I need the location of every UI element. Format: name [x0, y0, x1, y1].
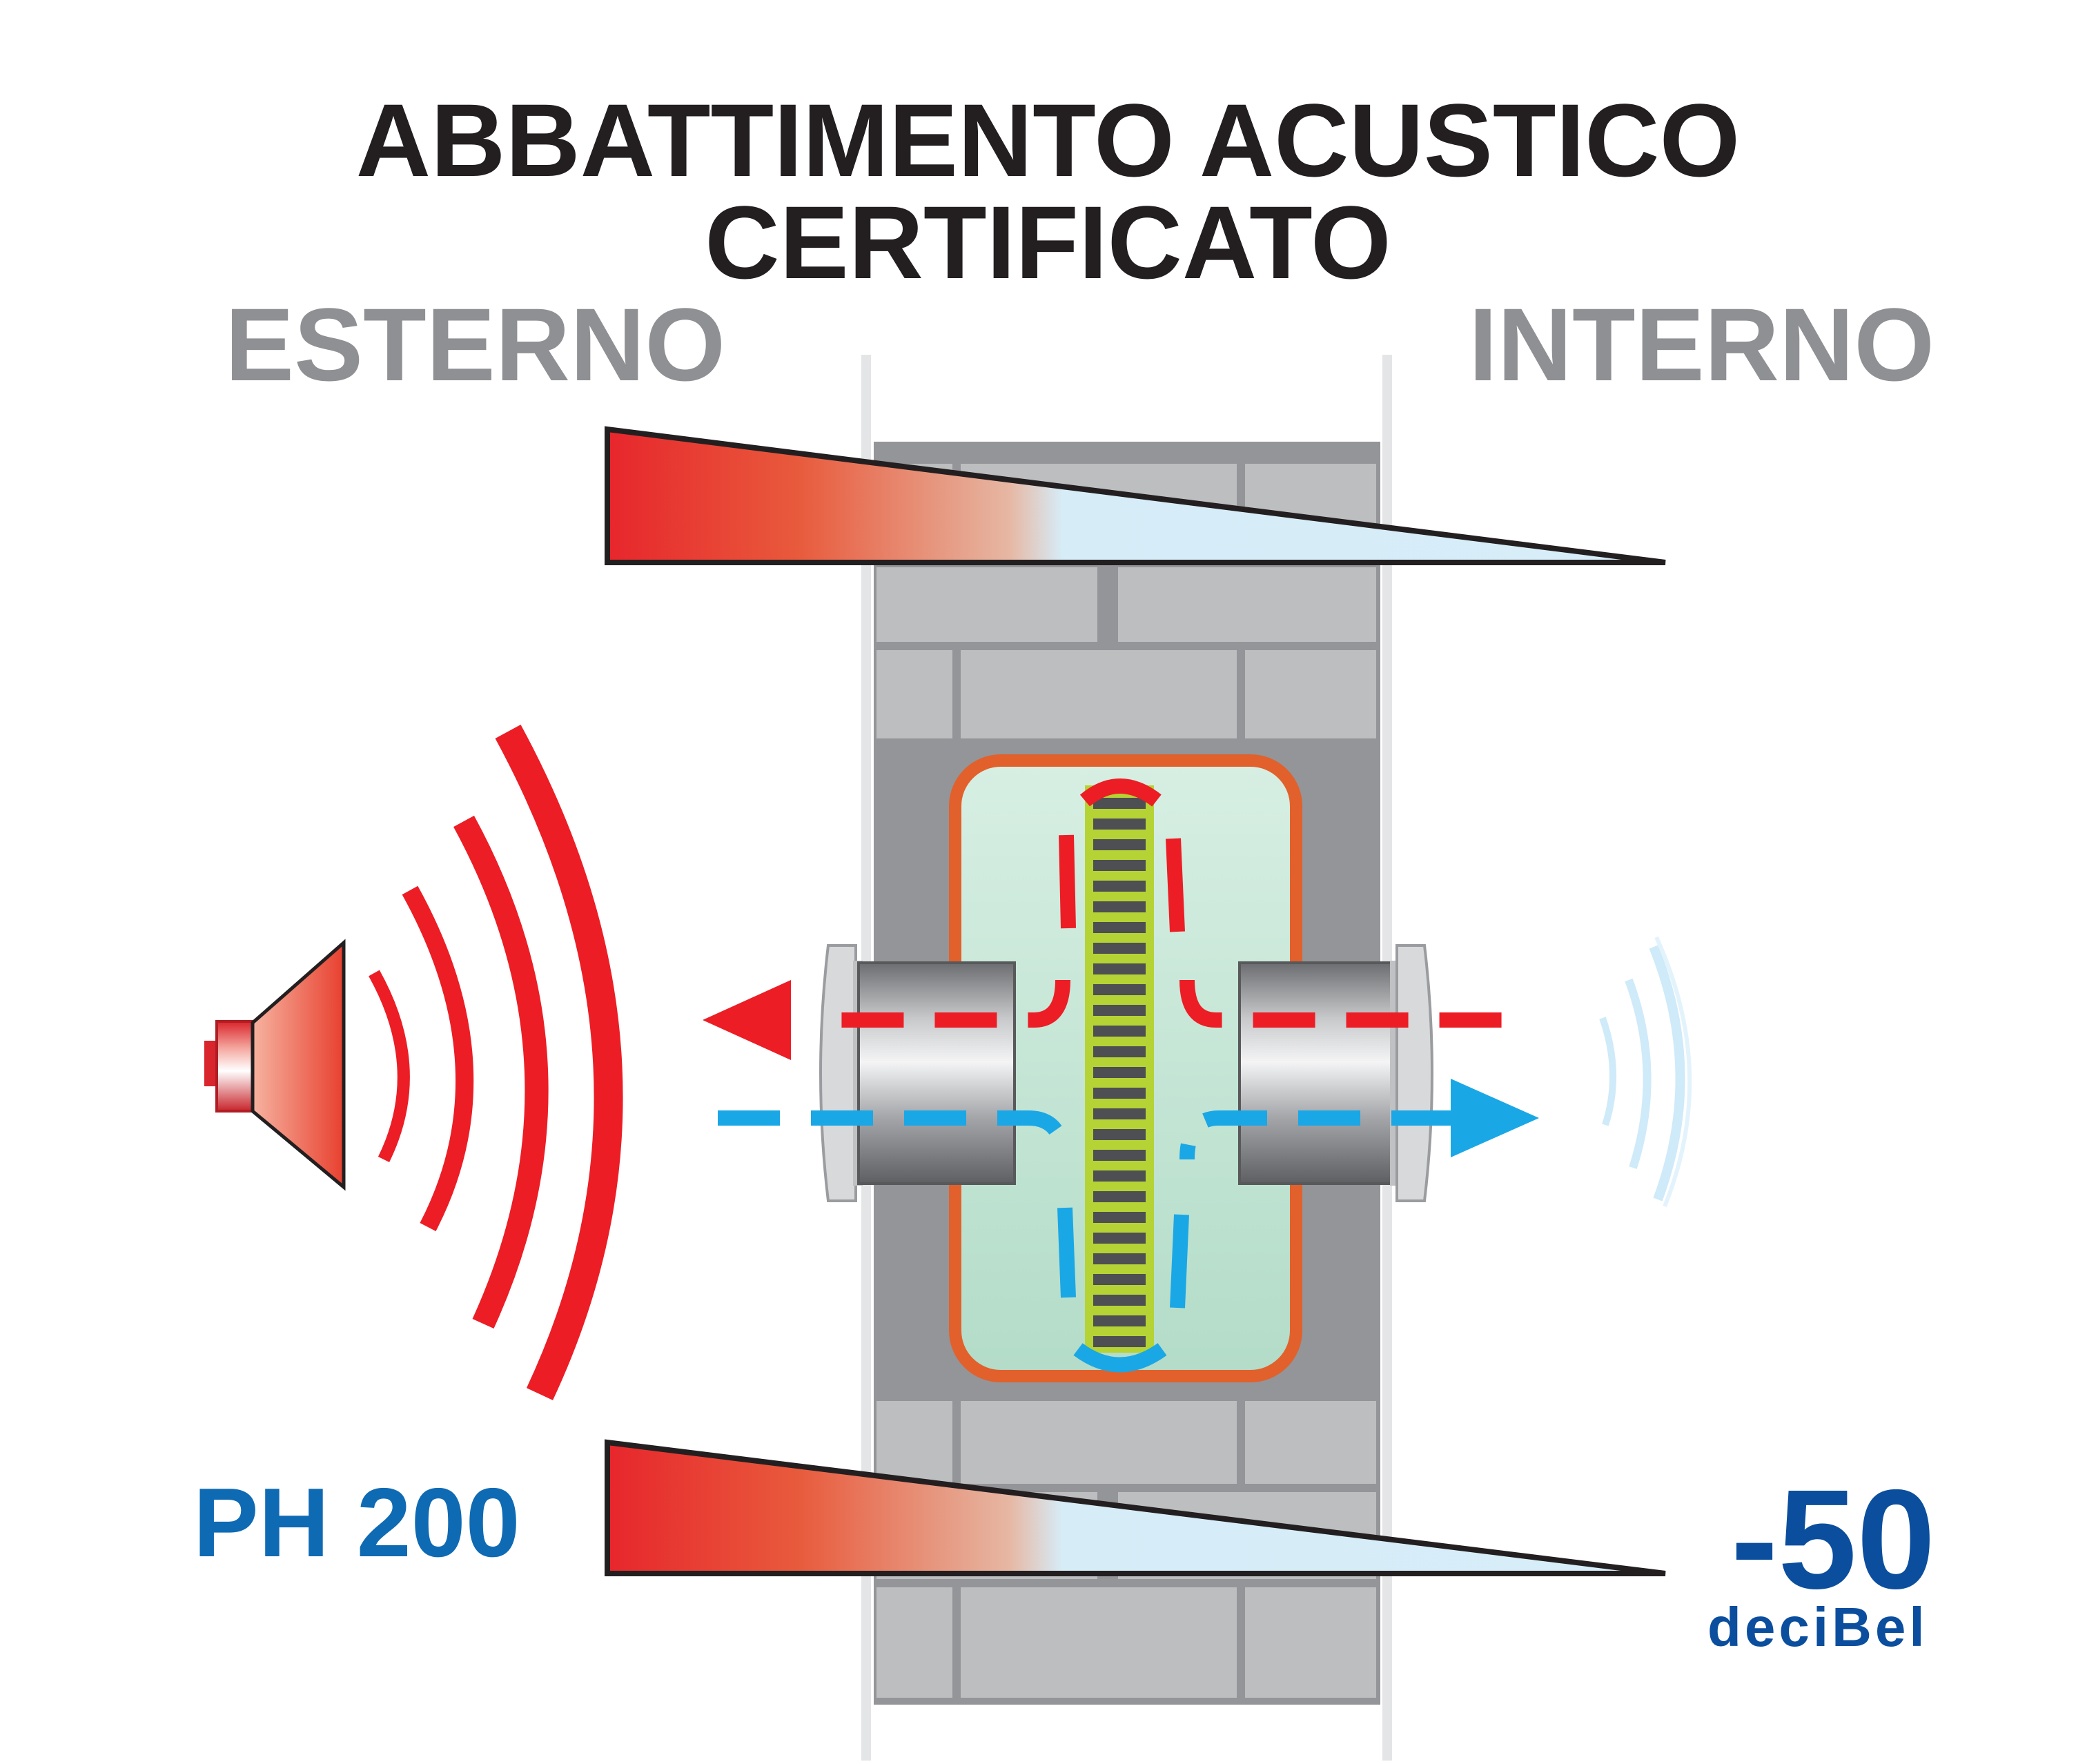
baffle-slat	[1093, 901, 1146, 912]
baffle-slat	[1093, 1233, 1146, 1244]
baffle-slat	[1093, 798, 1146, 809]
baffle-slat	[1093, 1108, 1146, 1119]
reduction-value: -50	[1731, 1460, 1936, 1618]
inside-label: INTERNO	[1469, 286, 1935, 402]
arrow-right-icon	[1451, 1079, 1539, 1157]
red-noise-path	[825, 778, 1525, 1028]
baffle-slat	[1093, 881, 1146, 892]
baffle-slat	[1093, 1170, 1146, 1182]
baffle-slat	[1093, 1295, 1146, 1306]
top-noise-wedge	[605, 426, 1666, 565]
baffle-slat	[1093, 1274, 1146, 1285]
baffle-slat	[1093, 1088, 1146, 1099]
baffle-slat	[1093, 839, 1146, 850]
baffle-slat	[1093, 1336, 1146, 1347]
baffle-slat	[1093, 984, 1146, 995]
baffle-slat	[1093, 1067, 1146, 1078]
outside-label: ESTERNO	[225, 286, 726, 402]
baffle-slat	[1093, 819, 1146, 830]
title-line-2: CERTIFICATO	[705, 184, 1391, 300]
baffle-slat	[1093, 922, 1146, 933]
baffle-slat	[1093, 943, 1146, 954]
left-duct	[819, 944, 1016, 1202]
residual-wave-icon	[1599, 936, 1692, 1208]
bottom-noise-wedge	[605, 1439, 1666, 1576]
acoustic-baffle	[1085, 785, 1154, 1353]
baffle-slat	[1093, 1212, 1146, 1223]
baffle-slat	[1093, 860, 1146, 871]
baffle-slat	[1093, 1150, 1146, 1161]
reduction-unit: deciBel	[1707, 1596, 1928, 1658]
baffle-slat	[1093, 1253, 1146, 1264]
right-duct	[1238, 944, 1433, 1202]
baffle-slat	[1093, 1005, 1146, 1016]
baffle-slat	[1093, 963, 1146, 974]
loudspeaker-icon	[204, 939, 346, 1191]
baffle-slat	[1093, 1129, 1146, 1140]
blue-air-path	[718, 1110, 1453, 1373]
baffle-slat	[1093, 1191, 1146, 1202]
sound-wave-icon	[369, 724, 623, 1400]
title-line-1: ABBATTIMENTO ACUSTICO	[355, 82, 1741, 198]
baffle-slat	[1093, 1026, 1146, 1037]
baffle-slat	[1093, 1315, 1146, 1326]
baffle-slat	[1093, 1046, 1146, 1057]
arrow-left-icon	[703, 980, 791, 1060]
product-label: PH 200	[193, 1468, 520, 1578]
